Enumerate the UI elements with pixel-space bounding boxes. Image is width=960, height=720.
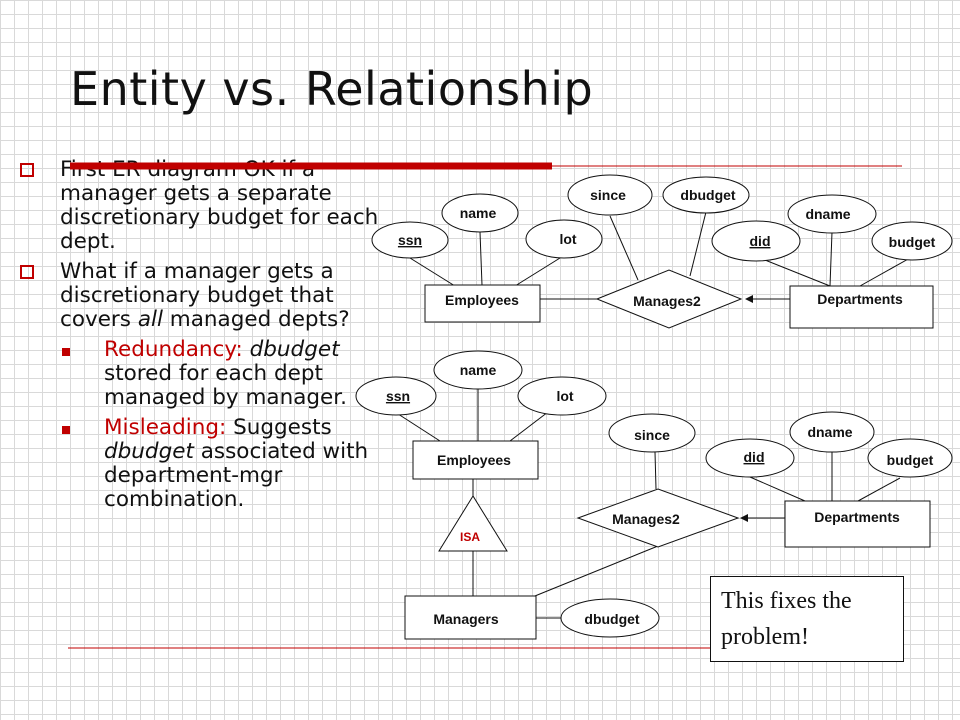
d1-entity-employees-label: Employees xyxy=(445,292,519,308)
d2-entity-employees xyxy=(412,440,539,480)
d2-attr-since-label: since xyxy=(634,427,670,443)
d2-isa-label: ISA xyxy=(460,530,480,544)
subbullet-misleading: Misleading: Suggests dbudget associated … xyxy=(18,416,388,512)
d1-attr-name xyxy=(441,193,519,233)
d1-attr-ssn xyxy=(371,221,449,259)
fix-note-box: This fixes the problem! xyxy=(710,576,904,662)
d2-attr-did xyxy=(705,438,795,478)
d2-entity-managers-label: Managers xyxy=(433,611,499,627)
d2-attr-dbudget-label: dbudget xyxy=(584,611,640,627)
d2-attr-name-label: name xyxy=(460,362,497,378)
d2-relationship-manages2 xyxy=(576,488,740,548)
d1-attr-ssn-label: ssn xyxy=(398,232,422,248)
d1-attr-dname xyxy=(787,194,877,234)
subbullet-square-icon xyxy=(62,348,70,356)
d2-attr-did-label: did xyxy=(744,449,765,465)
d1-relationship-label: Manages2 xyxy=(633,293,701,309)
d2-attr-name xyxy=(433,350,523,390)
bullet-emphasis: all xyxy=(137,307,163,332)
slide-title: Entity vs. Relationship xyxy=(70,62,594,116)
diagram2-arrowhead-icon xyxy=(740,514,748,522)
d2-attr-lot xyxy=(517,376,607,416)
subbullet-label: Misleading: xyxy=(104,415,227,440)
d2-attr-budget-label: budget xyxy=(887,452,934,468)
d1-attr-did xyxy=(711,220,801,262)
d2-entity-managers xyxy=(404,595,537,640)
bullet-text: managed depts? xyxy=(162,307,350,332)
subbullet-redundancy: Redundancy: dbudget stored for each dept… xyxy=(18,338,388,410)
bullet-square-icon xyxy=(20,163,34,177)
d2-attr-ssn-label: ssn xyxy=(386,388,410,404)
subbullet-emphasis: dbudget xyxy=(249,337,340,362)
subbullet-text: Suggests xyxy=(226,415,332,440)
diagram1-arrowhead-icon xyxy=(745,295,753,303)
d1-attr-dname-label: dname xyxy=(805,206,850,222)
d1-entity-employees xyxy=(424,284,541,323)
d2-attr-dbudget xyxy=(560,598,660,638)
d2-relationship-label: Manages2 xyxy=(612,511,680,527)
d2-attr-since xyxy=(608,413,696,453)
subbullet-text: associated with department-mgr combinati… xyxy=(104,439,369,512)
d2-isa-triangle xyxy=(438,495,508,552)
bullet-square-icon xyxy=(20,265,34,279)
d2-attr-dname-label: dname xyxy=(807,424,852,440)
bullet-list: First ER diagram OK if a manager gets a … xyxy=(18,158,388,518)
d1-attr-since-label: since xyxy=(590,187,626,203)
d2-entity-departments-label: Departments xyxy=(814,509,900,525)
subbullet-emphasis: dbudget xyxy=(104,439,194,464)
d2-entity-employees-label: Employees xyxy=(437,452,511,468)
d1-attr-since xyxy=(567,174,653,216)
d2-attr-lot-label: lot xyxy=(556,388,573,404)
diagram2-connectors xyxy=(394,388,901,619)
bullet-what-if: What if a manager gets a discretionary b… xyxy=(18,260,388,332)
d1-attr-lot xyxy=(525,219,603,259)
subbullet-text: stored for each dept managed by manager. xyxy=(104,361,347,410)
d1-entity-departments-label: Departments xyxy=(817,291,903,307)
d2-attr-ssn xyxy=(355,376,437,416)
d2-entity-departments xyxy=(784,500,931,548)
d1-attr-budget xyxy=(871,221,953,261)
d1-attr-dbudget-label: dbudget xyxy=(680,187,736,203)
bullet-text: What if a manager gets a discretionary b… xyxy=(60,259,334,332)
d1-attr-budget-label: budget xyxy=(889,234,936,250)
d2-attr-dname xyxy=(789,411,875,453)
d2-attr-budget xyxy=(867,438,953,478)
d1-attr-name-label: name xyxy=(460,205,497,221)
d1-relationship-manages2 xyxy=(595,269,743,329)
subbullet-square-icon xyxy=(62,426,70,434)
d1-entity-departments xyxy=(789,285,934,329)
d1-attr-lot-label: lot xyxy=(559,231,576,247)
d1-attr-dbudget xyxy=(662,176,750,214)
d1-attr-did-label: did xyxy=(750,233,771,249)
diagram1-connectors xyxy=(409,211,911,300)
subbullet-label: Redundancy: xyxy=(104,337,243,362)
